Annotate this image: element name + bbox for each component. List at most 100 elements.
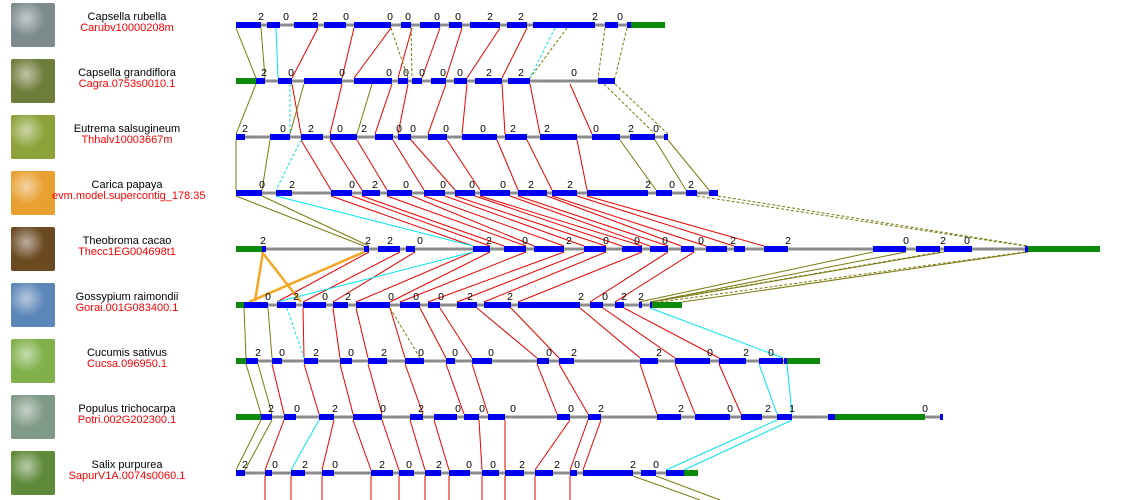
intron-phase-label: 0 xyxy=(405,11,411,23)
intron-phase-label: 2 xyxy=(785,235,791,247)
conserved-exon-link xyxy=(329,83,343,135)
intron-phase-label: 0 xyxy=(903,235,909,247)
gene-id-link[interactable]: SapurV1A.0074s0060.1 xyxy=(68,470,186,482)
intron-phase-label: 2 xyxy=(361,123,367,135)
intron-phase-label: 0 xyxy=(438,291,444,303)
conserved-exon-link xyxy=(332,307,341,359)
conserved-exon-link xyxy=(510,307,560,359)
exon-block xyxy=(330,134,357,140)
exon-block xyxy=(507,22,527,28)
conserved-exon-link xyxy=(367,363,383,415)
intron-phase-label: 0 xyxy=(455,11,461,23)
intron-phase-label: 0 xyxy=(617,11,623,23)
exon-block xyxy=(675,358,710,364)
exon-block xyxy=(322,470,334,476)
intron-phase-label: 0 xyxy=(727,403,733,415)
intron-phase-label: 2 xyxy=(730,235,736,247)
conserved-exon-link xyxy=(501,83,506,135)
shifted-exon-link xyxy=(235,83,257,135)
partial-exon-link xyxy=(410,27,413,79)
exon-block xyxy=(759,358,783,364)
intron-phase-label: 0 xyxy=(707,347,713,359)
exon-block xyxy=(399,470,414,476)
utr-block xyxy=(684,470,698,476)
intron-phase-label: 2 xyxy=(487,11,493,23)
exon-block xyxy=(304,78,342,84)
exon-block xyxy=(284,414,296,420)
intron-phase-label: 2 xyxy=(486,235,492,247)
gene-id-link[interactable]: Potri.002G202300.1 xyxy=(77,414,177,426)
exon-block xyxy=(709,190,718,196)
intron-phase-label: 0 xyxy=(406,459,412,471)
gene-id-link[interactable]: Thecc1EG004698t1 xyxy=(78,246,176,258)
intron-phase-label: 0 xyxy=(964,235,970,247)
utr-block xyxy=(1028,246,1100,252)
shifted-exon-link xyxy=(260,27,266,79)
gene-id-link[interactable]: Cagra.0753s0010.1 xyxy=(78,78,176,90)
conserved-exon-link xyxy=(352,419,372,471)
exon-block xyxy=(508,78,530,84)
species-name: Eutrema salsugineum xyxy=(73,123,181,135)
conserved-exon-link xyxy=(329,139,363,191)
gene-id-link[interactable]: Carubv10000208m xyxy=(80,22,174,34)
exon-block xyxy=(590,302,603,308)
conserved-exon-link xyxy=(576,139,588,191)
shifted-exon-link xyxy=(638,251,874,303)
exon-block xyxy=(401,22,411,28)
conserved-exon-link xyxy=(423,195,565,247)
exon-block xyxy=(650,246,668,252)
intron-phase-label: 0 xyxy=(480,123,486,135)
exon-block xyxy=(504,246,526,252)
gene-id-link[interactable]: Cucsa.096950.1 xyxy=(86,358,168,370)
exon-block xyxy=(764,246,788,252)
gene-id-link[interactable]: evm.model.supercontig_178.35 xyxy=(52,190,206,202)
intron-phase-label: 0 xyxy=(332,459,338,471)
conserved-exon-link xyxy=(474,195,623,247)
conserved-exon-link xyxy=(409,419,426,471)
conserved-exon-link xyxy=(264,419,285,471)
conserved-exon-link xyxy=(386,195,527,247)
intron-phase-label: 2 xyxy=(242,123,248,135)
exon-block xyxy=(324,22,346,28)
conserved-exon-link xyxy=(445,363,465,415)
exon-block xyxy=(236,22,261,28)
intron-phase-label: 2 xyxy=(302,459,308,471)
gene-id-link[interactable]: Gorai.001G083400.1 xyxy=(75,302,179,314)
exon-block xyxy=(587,190,648,196)
intron-phase-label: 0 xyxy=(490,459,496,471)
theobroma-cacao-photo-icon xyxy=(11,227,55,271)
exon-block xyxy=(261,414,272,420)
intron-phase-label: 0 xyxy=(574,459,580,471)
exon-block xyxy=(406,246,415,252)
intron-phase-label: 0 xyxy=(922,403,928,415)
exon-block xyxy=(454,78,467,84)
intron-phase-label: 2 xyxy=(289,179,295,191)
exon-block xyxy=(462,134,497,140)
intron-phase-label: 0 xyxy=(698,235,704,247)
conserved-exon-link xyxy=(536,363,558,415)
exon-block xyxy=(431,78,446,84)
exon-block xyxy=(364,246,369,252)
exon-block xyxy=(518,302,580,308)
intron-phase-label: 0 xyxy=(417,235,423,247)
exon-block xyxy=(695,414,730,420)
intron-phase-label: 0 xyxy=(434,11,440,23)
intron-phase-label: 2 xyxy=(578,291,584,303)
exon-block xyxy=(592,134,620,140)
shifted-exon-link xyxy=(257,363,273,415)
intron-phase-label: 0 xyxy=(413,291,419,303)
gene-id-link[interactable]: Thhalv10003667m xyxy=(81,134,173,146)
intron-phase-label: 0 xyxy=(279,347,285,359)
exon-block xyxy=(424,190,445,196)
conserved-exon-link xyxy=(483,251,607,303)
intron-phase-label: 0 xyxy=(348,347,354,359)
intron-phase-label: 2 xyxy=(621,291,627,303)
intron-phase-label: 2 xyxy=(312,11,318,23)
intron-phase-label: 2 xyxy=(261,67,267,79)
